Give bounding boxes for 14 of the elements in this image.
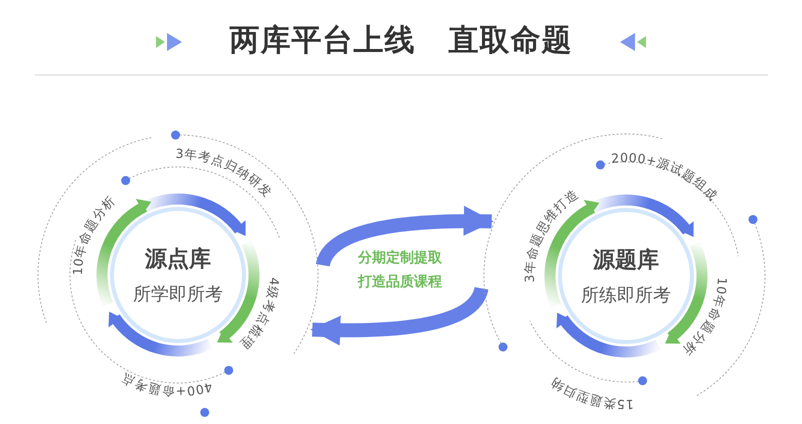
arc-label: 3年命题思维打造 <box>522 186 582 283</box>
title: 两库平台上线 直取命题 <box>229 23 573 58</box>
arc-label: 3年考点归纳研发 <box>176 146 276 200</box>
arc-label: 10年命题分析 <box>70 192 118 276</box>
arc-label: 15类题型归纳 <box>547 374 634 412</box>
hub-subtitle: 所练即所考 <box>581 284 671 307</box>
hub-title: 源点库 <box>145 246 211 274</box>
center-caption: 分期定制提取打造品质课程 <box>356 248 443 292</box>
hub-subtitle: 所学即所考 <box>133 283 223 306</box>
arc-label: 400+命题考点 <box>118 370 214 400</box>
arc-label: 4级考点梳理 <box>236 276 282 353</box>
arc-label: 2000+源试题组成 <box>610 150 722 204</box>
arc-label: 10年命题分析 <box>679 276 730 359</box>
hub-title: 源题库 <box>593 246 659 275</box>
